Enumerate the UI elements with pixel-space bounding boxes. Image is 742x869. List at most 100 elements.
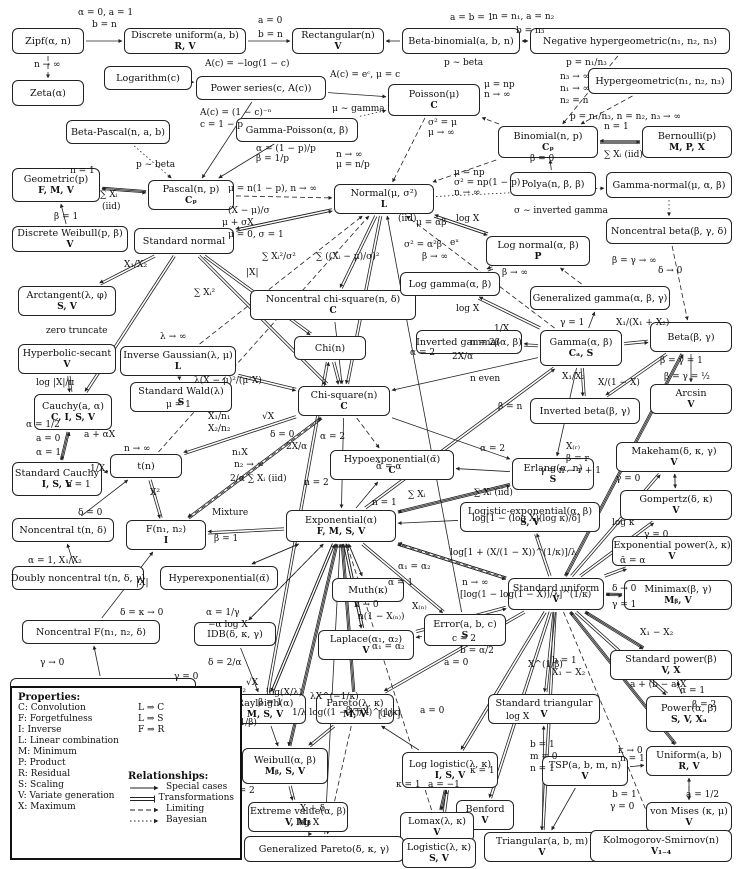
edge-label: zero truncate <box>46 326 108 336</box>
edge-label: κ → 0 <box>618 746 643 756</box>
edge-error-to-normal <box>385 215 463 613</box>
edge-label: n = n₁, a = n₂ <box>492 12 555 22</box>
edge-label: α = 2 <box>480 444 506 454</box>
edge-label: |X| <box>136 578 149 588</box>
node-properties: Cₐ, S <box>568 348 594 359</box>
edge-hyperbolic-secant-to-cauchy <box>67 376 72 393</box>
edge-label: p = n₁/n₃, n = n₂, n₃ → ∞ <box>570 112 681 122</box>
edge-label: β = n <box>498 402 523 412</box>
edge-label: λ(X − μ)²/(μ²X) <box>194 376 262 386</box>
node-muth: Muth(κ) <box>332 578 404 602</box>
edge-label: log X <box>456 304 480 314</box>
node-exponential-power: Exponential power(λ, κ)V <box>612 536 732 566</box>
node-name: Logistic(λ, κ) <box>406 842 472 853</box>
edge-f-to-chi-square <box>188 417 322 519</box>
legend-property: P: Product <box>18 758 66 768</box>
node-normal: Normal(μ, σ²)L <box>334 184 434 214</box>
node-arctangent: Arctangent(λ, φ)S, V <box>18 286 116 316</box>
edge-exponential-to-f <box>208 529 285 535</box>
node-properties: V <box>668 551 676 562</box>
edge-gamma-to-inverted-gamma <box>523 341 539 346</box>
edge-label: c = 1 − p <box>200 120 244 130</box>
node-name: Noncentral t(n, δ) <box>19 524 107 536</box>
edge-power-series-to-pascal <box>201 101 253 179</box>
edge-label: β → ∞ <box>422 252 448 262</box>
node-discrete-uniform: Discrete uniform(a, b)R, V <box>124 28 246 54</box>
node-hyperexponential: Hyperexponential(α̃) <box>160 566 278 590</box>
node-name: Hypoexponential(α̃) <box>343 454 441 465</box>
edge-label: log[1 − (log X)(log κ)/δ] <box>472 514 581 524</box>
edge-label: α = 2 <box>410 348 436 358</box>
legend-property-row: X: Maximum <box>18 802 234 813</box>
edge-label: √X <box>262 412 275 422</box>
node-properties: F, M, S, V <box>316 526 366 537</box>
node-name: Beta(β, γ) <box>667 331 715 343</box>
edge-label: γ = 0 <box>616 474 641 484</box>
edge-label: n₂ = n <box>560 96 589 106</box>
edge-generalized-gamma-to-lognormal <box>560 267 582 285</box>
edge-normal-to-noncentral-chisq <box>341 216 378 289</box>
edge-standard-normal-to-chi-square <box>197 256 327 386</box>
node-extreme-value: Extreme value(α, β)V, Mᵦ <box>248 802 348 832</box>
edge-label: n = 2β <box>470 338 500 348</box>
edge-gamma-to-log-gamma <box>477 298 540 330</box>
edge-label: ᾱ = α <box>376 462 402 472</box>
node-properties: S <box>461 630 469 641</box>
node-properties: V, X <box>661 665 681 676</box>
node-beta-binomial: Beta-binomial(a, b, n) <box>402 28 520 54</box>
edge-label: κ = 1 <box>396 780 421 790</box>
node-properties: P <box>534 251 542 262</box>
node-log-gamma: Log gamma(α, β) <box>400 272 500 296</box>
edge-chi-square-to-f <box>189 418 323 520</box>
edge-standard-uniform-to-standard-power <box>585 610 645 648</box>
node-idb: IDB(δ, κ, γ) <box>194 622 276 646</box>
edge-t-to-f <box>150 479 163 518</box>
node-name: Arcsin <box>675 388 707 399</box>
edge-label: n → ∞ <box>336 150 363 160</box>
node-name: Standard uniform <box>512 583 600 594</box>
edge-label: A(c) = eᶜ, μ = c <box>330 70 401 80</box>
node-name: Log normal(α, β) <box>497 240 579 251</box>
edge-label: √X <box>246 678 259 688</box>
node-noncentral-chisq: Noncentral chi-square(n, δ)C <box>250 290 416 320</box>
node-gompertz: Gompertz(δ, κ)V <box>620 490 732 520</box>
edge-label: m = 0 <box>530 752 558 762</box>
edge-label: p ∼ beta <box>444 58 484 68</box>
node-bernoulli: Bernoulli(p)M, P, X <box>642 126 732 158</box>
edge-label: p ∼ beta <box>136 160 176 170</box>
edge-label: n → ∞ <box>34 60 61 70</box>
node-properties: S, V <box>57 301 77 312</box>
edge-label: γ = n − r + 1 <box>540 466 601 476</box>
edge-label: a + (b − a)X <box>630 680 687 690</box>
edge-label: λ → ∞ <box>160 332 187 342</box>
edge-exponential-to-error <box>362 542 445 612</box>
legend-property-row: V: Variate generation <box>18 791 234 802</box>
edge-label: ∑ Xᵢ (iid) <box>474 488 513 498</box>
edge-standard-normal-to-arctangent <box>100 256 156 286</box>
node-properties: Mᵦ, V <box>664 595 692 606</box>
edge-label: X₍ᵣ₎ <box>566 442 580 452</box>
node-name: Rectangular(n) <box>301 30 375 41</box>
node-hypergeometric: Hypergeometric(n₁, n₂, n₃) <box>588 68 732 94</box>
edge-power-series-to-poisson <box>327 92 387 99</box>
edge-label: n = 1 <box>372 498 397 508</box>
node-properties: I <box>163 535 169 546</box>
edge-rayleigh-to-exponential <box>270 543 333 692</box>
legend-relationship: Bayesian <box>166 815 208 825</box>
node-tsp: TSP(a, b, m, n)V <box>542 756 628 786</box>
edge-pascal-to-normal <box>235 195 333 200</box>
edge-erlang-to-hypoexponential <box>455 466 511 472</box>
node-error: Error(a, b, c)S <box>424 614 506 646</box>
node-name: Rayleigh(α) <box>236 698 294 709</box>
edge-exponential-to-erlang <box>398 484 511 514</box>
edge-label: σ² = α²β <box>404 240 442 250</box>
edge-label: (iid) <box>398 214 417 224</box>
node-name: Standard Wald(λ) <box>138 386 224 397</box>
node-name: Benford <box>465 804 505 815</box>
node-name: Error(a, b, c) <box>433 619 497 630</box>
